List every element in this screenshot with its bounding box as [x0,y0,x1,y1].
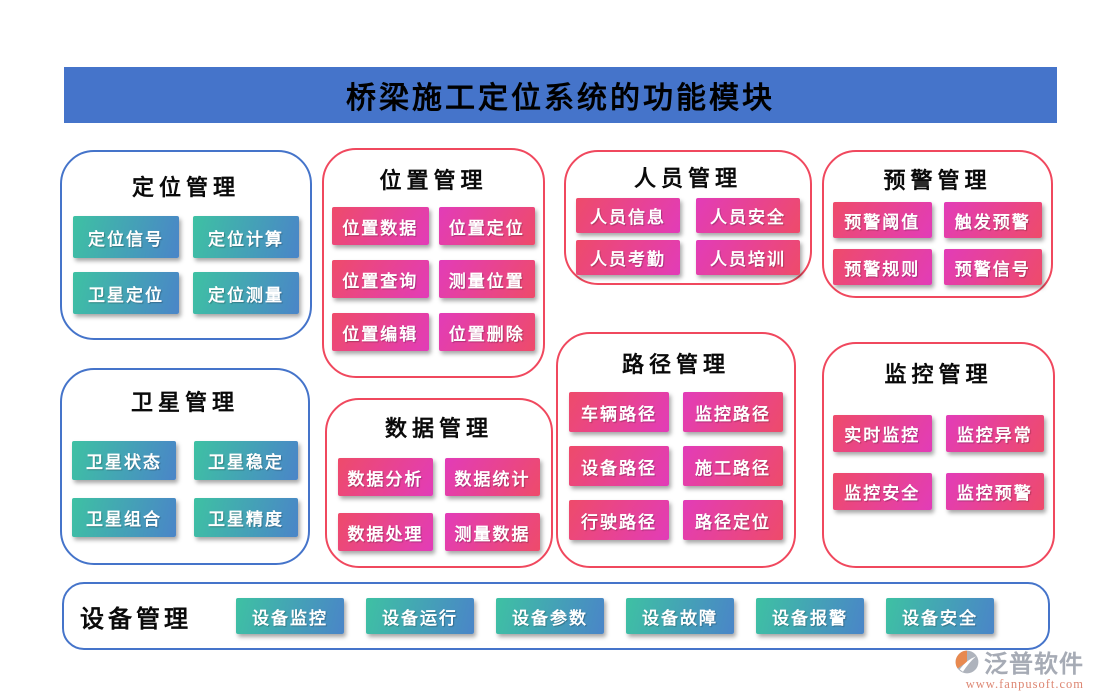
panel-satellite-title: 卫星管理 [130,390,239,415]
measure-location-button[interactable]: 测量位置 [438,260,535,298]
positioning-measurement-button[interactable]: 定位测量 [193,272,299,314]
panel-data-buttons: 数据分析 数据统计 数据处理 测量数据 [327,458,551,551]
trigger-warning-button[interactable]: 触发预警 [943,202,1042,238]
equipment-path-button[interactable]: 设备路径 [569,446,669,486]
positioning-calculation-button[interactable]: 定位计算 [193,216,299,258]
data-statistics-button[interactable]: 数据统计 [445,458,540,496]
vehicle-path-button[interactable]: 车辆路径 [569,392,669,432]
brand-url: www.fanpusoft.com [965,677,1084,691]
panel-personnel: 人员管理 人员信息 人员安全 人员考勤 人员培训 [564,150,812,285]
monitoring-abnormal-button[interactable]: 监控异常 [945,415,1044,452]
satellite-stability-button[interactable]: 卫星稳定 [194,441,298,480]
realtime-monitoring-button[interactable]: 实时监控 [833,415,932,452]
equipment-safety-button[interactable]: 设备安全 [886,598,994,634]
location-query-button[interactable]: 位置查询 [332,260,429,298]
path-positioning-button[interactable]: 路径定位 [683,500,783,540]
panel-location-buttons: 位置数据 位置定位 位置查询 测量位置 位置编辑 位置删除 [324,207,543,351]
panel-data: 数据管理 数据分析 数据统计 数据处理 测量数据 [325,398,553,568]
data-processing-button[interactable]: 数据处理 [338,513,433,551]
equipment-parameters-button[interactable]: 设备参数 [496,598,604,634]
satellite-positioning-button[interactable]: 卫星定位 [73,272,179,314]
location-positioning-button[interactable]: 位置定位 [438,207,535,245]
panel-monitoring: 监控管理 实时监控 监控异常 监控安全 监控预警 [822,342,1055,568]
panel-satellite-buttons: 卫星状态 卫星稳定 卫星组合 卫星精度 [62,441,308,537]
panel-equipment: 设备管理 设备监控 设备运行 设备参数 设备故障 设备报警 设备安全 [62,582,1050,650]
panel-path-title: 路径管理 [621,352,730,377]
title-banner: 桥梁施工定位系统的功能模块 [64,67,1057,123]
panel-warning-title: 预警管理 [883,168,992,193]
satellite-combination-button[interactable]: 卫星组合 [72,498,176,537]
monitoring-path-button[interactable]: 监控路径 [683,392,783,432]
brand-name: 泛普软件 [984,652,1084,678]
panel-personnel-title: 人员管理 [633,166,742,191]
warning-signal-button[interactable]: 预警信号 [943,249,1042,285]
measurement-data-button[interactable]: 测量数据 [445,513,540,551]
panel-warning-buttons: 预警阈值 触发预警 预警规则 预警信号 [824,202,1051,285]
location-data-button[interactable]: 位置数据 [332,207,429,245]
footer-logo: 泛普软件 www.fanpusoft.com [954,644,1084,692]
panel-positioning-title: 定位管理 [131,175,240,200]
warning-threshold-button[interactable]: 预警阈值 [833,202,932,238]
monitoring-warning-button[interactable]: 监控预警 [945,473,1044,510]
panel-location: 位置管理 位置数据 位置定位 位置查询 测量位置 位置编辑 位置删除 [322,148,545,378]
panel-positioning: 定位管理 定位信号 定位计算 卫星定位 定位测量 [60,150,312,340]
equipment-fault-button[interactable]: 设备故障 [626,598,734,634]
positioning-signal-button[interactable]: 定位信号 [73,216,179,258]
panel-monitoring-title: 监控管理 [884,362,993,387]
personnel-attendance-button[interactable]: 人员考勤 [576,240,680,275]
equipment-monitoring-button[interactable]: 设备监控 [236,598,344,634]
panel-equipment-title: 设备管理 [80,606,192,633]
page-title: 桥梁施工定位系统的功能模块 [346,82,775,115]
panel-personnel-buttons: 人员信息 人员安全 人员考勤 人员培训 [566,198,810,275]
warning-rules-button[interactable]: 预警规则 [833,249,932,285]
panel-satellite: 卫星管理 卫星状态 卫星稳定 卫星组合 卫星精度 [60,368,310,565]
fanpu-logo-icon [954,649,980,675]
satellite-status-button[interactable]: 卫星状态 [72,441,176,480]
satellite-precision-button[interactable]: 卫星精度 [194,498,298,537]
personnel-safety-button[interactable]: 人员安全 [696,198,800,233]
panel-equipment-buttons: 设备监控 设备运行 设备参数 设备故障 设备报警 设备安全 [236,598,994,634]
construction-path-button[interactable]: 施工路径 [683,446,783,486]
panel-positioning-buttons: 定位信号 定位计算 卫星定位 定位测量 [62,216,310,314]
personnel-info-button[interactable]: 人员信息 [576,198,680,233]
panel-warning: 预警管理 预警阈值 触发预警 预警规则 预警信号 [822,150,1053,298]
panel-monitoring-buttons: 实时监控 监控异常 监控安全 监控预警 [824,415,1053,510]
panel-path: 路径管理 车辆路径 监控路径 设备路径 施工路径 行驶路径 路径定位 [556,332,796,568]
location-edit-button[interactable]: 位置编辑 [332,313,429,351]
location-delete-button[interactable]: 位置删除 [438,313,535,351]
personnel-training-button[interactable]: 人员培训 [696,240,800,275]
panel-location-title: 位置管理 [379,168,488,193]
driving-path-button[interactable]: 行驶路径 [569,500,669,540]
equipment-alarm-button[interactable]: 设备报警 [756,598,864,634]
panel-path-buttons: 车辆路径 监控路径 设备路径 施工路径 行驶路径 路径定位 [558,392,794,540]
equipment-operation-button[interactable]: 设备运行 [366,598,474,634]
data-analysis-button[interactable]: 数据分析 [338,458,433,496]
monitoring-safety-button[interactable]: 监控安全 [833,473,932,510]
panel-data-title: 数据管理 [384,416,493,441]
